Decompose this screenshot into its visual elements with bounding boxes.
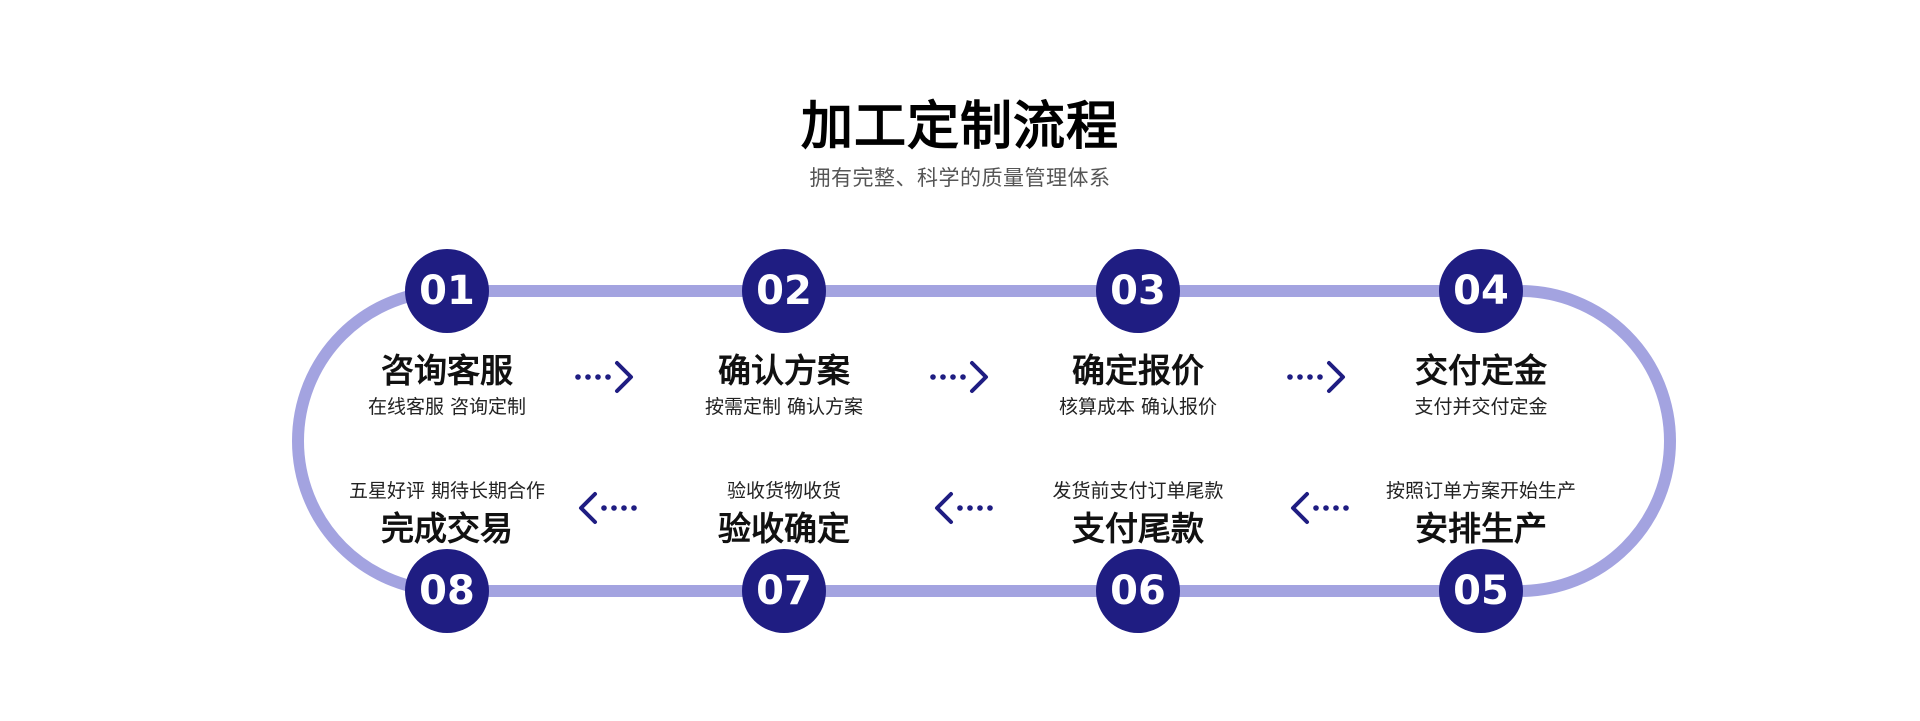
step-01-title: 咨询客服 xyxy=(381,351,513,390)
step-08-title: 完成交易 xyxy=(381,509,513,548)
arrow-right-icon xyxy=(1287,361,1345,393)
arrow-left-icon xyxy=(935,492,993,524)
step-03-desc: 核算成本 确认报价 xyxy=(1058,396,1218,418)
step-02-desc: 按需定制 确认方案 xyxy=(704,396,864,418)
step-04-desc: 支付并交付定金 xyxy=(1414,396,1548,418)
arrow-right-icon xyxy=(930,361,988,393)
step-02-title: 确认方案 xyxy=(718,351,850,390)
step-06-title: 支付尾款 xyxy=(1072,509,1204,548)
step-02-badge: 02 xyxy=(742,249,826,333)
step-06-badge: 06 xyxy=(1096,549,1180,633)
arrow-left-icon xyxy=(1291,492,1349,524)
step-03-title: 确定报价 xyxy=(1072,351,1204,390)
step-05-desc: 按照订单方案开始生产 xyxy=(1385,480,1576,502)
step-05-badge: 05 xyxy=(1439,549,1523,633)
arrow-right-icon xyxy=(575,361,633,393)
step-04-title: 交付定金 xyxy=(1415,351,1547,390)
arrow-left-icon xyxy=(579,492,637,524)
step-04-badge: 04 xyxy=(1439,249,1523,333)
step-03-badge: 03 xyxy=(1096,249,1180,333)
step-08-badge: 08 xyxy=(405,549,489,633)
step-01-badge: 01 xyxy=(405,249,489,333)
page-title: 加工定制流程 xyxy=(800,97,1119,157)
step-08-desc: 五星好评 期待长期合作 xyxy=(348,480,546,502)
page-subtitle: 拥有完整、科学的质量管理体系 xyxy=(809,166,1111,190)
step-07-title: 验收确定 xyxy=(718,509,850,548)
step-07-desc: 验收货物收货 xyxy=(726,480,841,502)
step-01-desc: 在线客服 咨询定制 xyxy=(367,396,527,418)
step-06-desc: 发货前支付订单尾款 xyxy=(1052,480,1224,502)
step-07-badge: 07 xyxy=(742,549,826,633)
step-05-title: 安排生产 xyxy=(1415,509,1547,548)
